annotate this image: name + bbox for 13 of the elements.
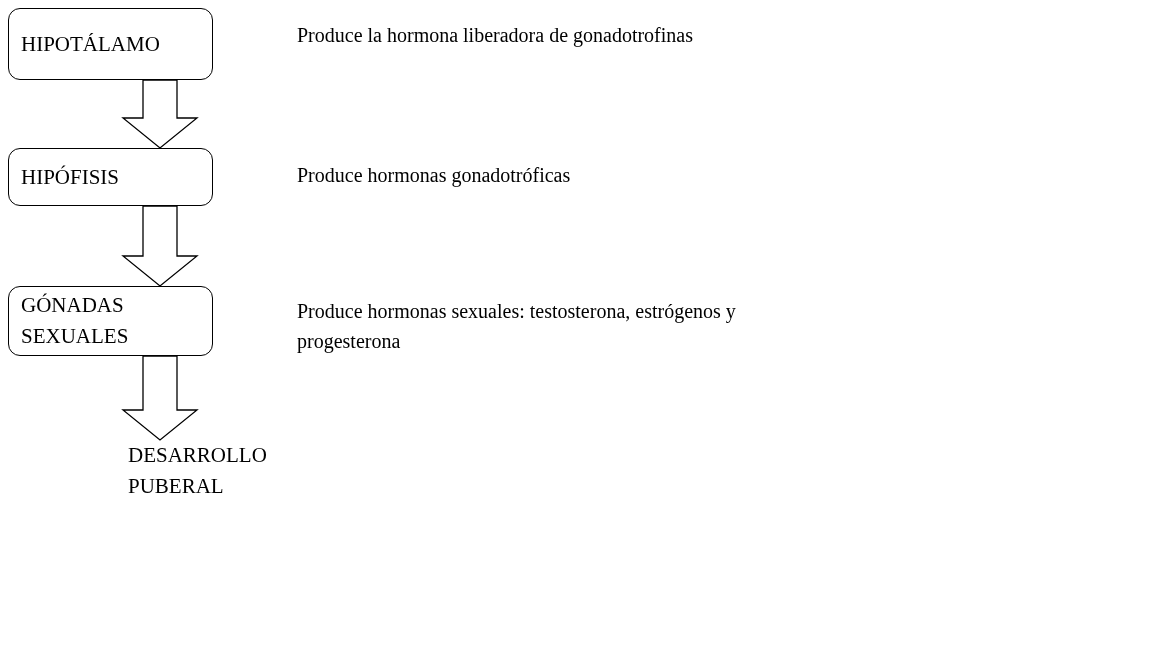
result-text: DESARROLLO PUBERAL bbox=[128, 442, 268, 500]
process-box bbox=[8, 8, 213, 80]
box-label: HIPÓFISIS bbox=[21, 163, 120, 191]
box-label: HIPOTÁLAMO bbox=[21, 30, 160, 58]
block-arrow bbox=[121, 205, 199, 287]
description-text: Produce hormonas gonadotróficas bbox=[297, 163, 572, 189]
process-box bbox=[8, 286, 213, 356]
description-text: Produce hormonas sexuales: testosterona, estrógenos y progesterona bbox=[297, 299, 737, 355]
process-box bbox=[8, 148, 213, 206]
block-arrow bbox=[121, 79, 199, 149]
box-label: GÓNADAS SEXUALES bbox=[21, 292, 130, 350]
description-text: Produce la hormona liberadora de gonadotrofinas bbox=[297, 23, 694, 49]
block-arrow bbox=[121, 355, 199, 441]
